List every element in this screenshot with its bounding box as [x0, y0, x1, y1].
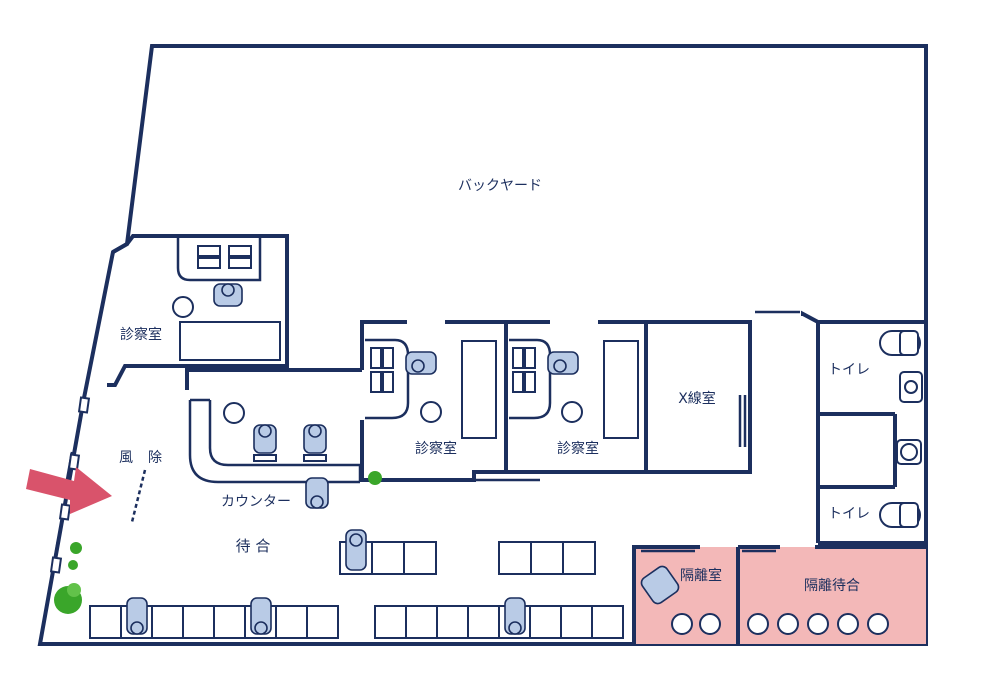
person-icon: [303, 424, 327, 462]
windbreak: 風 除: [49, 396, 162, 576]
counter-area: カウンター: [185, 368, 362, 510]
person-icon: [126, 597, 148, 635]
counter-label: カウンター: [221, 494, 291, 510]
entrance-arrow-icon: [26, 467, 112, 514]
person-icon: [547, 351, 579, 375]
person-icon: [345, 529, 367, 571]
exam-room-3: 診察室: [506, 320, 648, 474]
stool-icon: [699, 613, 721, 635]
xray-room-label: X線室: [678, 390, 716, 407]
waiting-bench: [374, 597, 624, 639]
stool-icon: [671, 613, 693, 635]
windbreak-char-1: 風: [119, 450, 133, 466]
sink-icon: [899, 371, 923, 403]
exam-room-1: 診察室: [107, 234, 289, 387]
person-icon: [640, 565, 680, 605]
isolation-waiting: [740, 547, 926, 644]
isolation-room-label: 隔離室: [680, 567, 722, 584]
stool-icon: [807, 613, 829, 635]
waiting-label: 待 合: [236, 537, 271, 555]
waiting-bench: [89, 597, 339, 639]
person-icon: [405, 351, 437, 375]
person-icon: [305, 477, 329, 509]
stool-icon: [867, 613, 889, 635]
exam-room-2: 診察室: [360, 320, 508, 482]
person-icon: [250, 597, 272, 635]
toilet-icon: [879, 502, 921, 528]
toilet-icon: [879, 330, 921, 356]
xray-room: X線室: [646, 320, 752, 474]
stool-icon: [223, 402, 245, 424]
stool-icon: [561, 401, 583, 423]
exam-room-3-label: 診察室: [557, 440, 599, 457]
person-icon: [253, 424, 277, 462]
plant-icon: [54, 471, 382, 614]
toilet-block: トイレ トイレ: [801, 310, 926, 545]
person-icon: [213, 283, 243, 307]
waiting-bench: [339, 529, 437, 575]
toilet-2-label: トイレ: [828, 506, 870, 522]
isolation-area: 隔離室 隔離待合: [632, 545, 926, 644]
toilet-icon: [896, 439, 922, 465]
stool-icon: [837, 613, 859, 635]
exam-room-1-label: 診察室: [120, 326, 162, 343]
stool-icon: [747, 613, 769, 635]
backyard-label: バックヤード: [458, 178, 542, 194]
isolation-waiting-label: 隔離待合: [804, 577, 860, 594]
waiting-bench: [498, 541, 596, 575]
stool-icon: [420, 401, 442, 423]
stool-icon: [777, 613, 799, 635]
person-icon: [504, 597, 526, 635]
windbreak-char-2: 除: [148, 450, 162, 466]
toilet-1-label: トイレ: [828, 362, 870, 378]
exam-room-2-label: 診察室: [415, 440, 457, 457]
stool-icon: [172, 296, 194, 318]
